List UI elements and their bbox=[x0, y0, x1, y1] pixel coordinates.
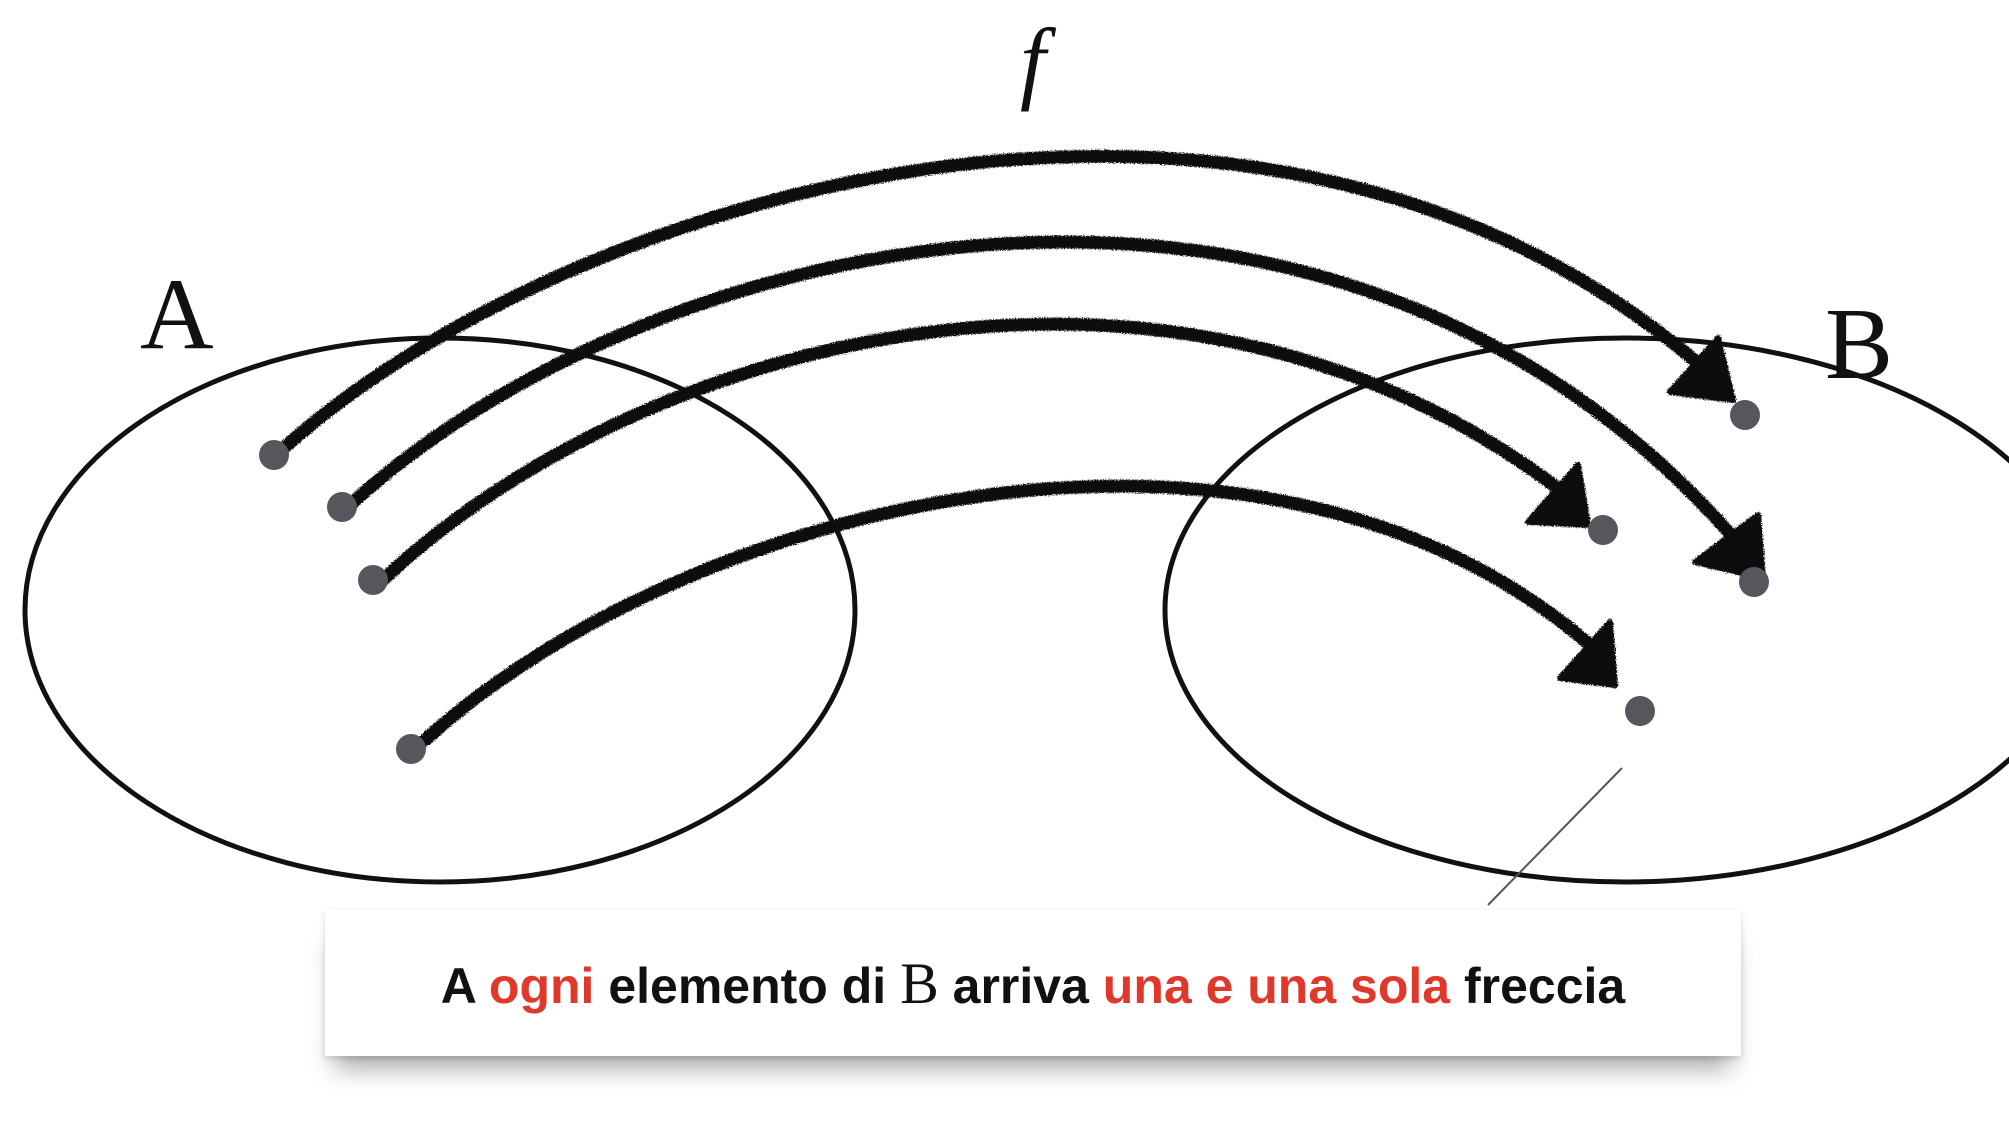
arrow-4 bbox=[418, 479, 1597, 747]
arrow-2 bbox=[343, 235, 1747, 552]
caption-highlight-ogni: ogni bbox=[488, 957, 595, 1014]
point-a-1 bbox=[259, 440, 289, 470]
callout-line bbox=[1487, 767, 1623, 906]
point-a-3 bbox=[358, 565, 388, 595]
caption-part: arriva bbox=[938, 957, 1103, 1014]
point-b-4 bbox=[1625, 696, 1655, 726]
set-b-label: B bbox=[1825, 288, 1893, 401]
arrow-1 bbox=[278, 149, 1707, 454]
point-a-2 bbox=[327, 492, 357, 522]
point-b-3 bbox=[1739, 567, 1769, 597]
caption-part: A bbox=[440, 957, 489, 1014]
set-a-ellipse bbox=[22, 335, 858, 885]
arrowhead-4 bbox=[1557, 619, 1618, 688]
point-b-1 bbox=[1730, 400, 1760, 430]
arrowhead-3 bbox=[1525, 462, 1591, 528]
caption-box: A ogni elemento di B arriva una e una so… bbox=[325, 910, 1741, 1056]
point-a-4 bbox=[396, 734, 426, 764]
set-b-ellipse bbox=[1162, 335, 2009, 885]
caption-highlight-una-e-una-sola: una e una sola bbox=[1102, 957, 1451, 1014]
arrow-3 bbox=[378, 317, 1567, 585]
function-label: f bbox=[1020, 10, 1057, 112]
set-a-label: A bbox=[140, 258, 214, 371]
caption-set-b: B bbox=[900, 950, 939, 1016]
caption-text: A ogni elemento di B arriva una e una so… bbox=[441, 950, 1625, 1017]
point-b-2 bbox=[1588, 515, 1618, 545]
caption-part: freccia bbox=[1450, 957, 1626, 1014]
arrowhead-2 bbox=[1692, 512, 1766, 581]
arrowhead-1 bbox=[1667, 335, 1736, 403]
caption-part: elemento di bbox=[594, 957, 901, 1014]
